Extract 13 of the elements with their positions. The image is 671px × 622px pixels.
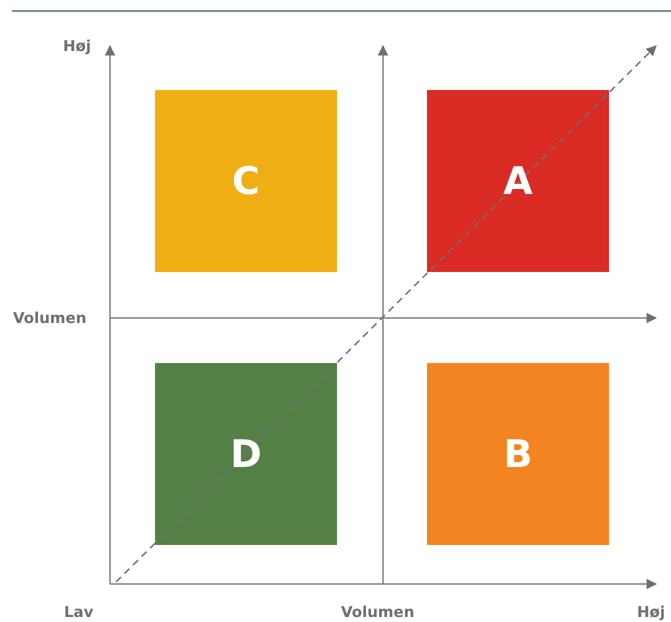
axis-label: Høj bbox=[637, 603, 666, 621]
axis-label: Volumen bbox=[341, 603, 414, 621]
quadrant-box bbox=[155, 90, 337, 272]
quadrant-box bbox=[427, 90, 609, 272]
quadrant-letter: A bbox=[503, 159, 533, 203]
axis-label: Høj bbox=[63, 37, 92, 55]
quadrant-box bbox=[155, 363, 337, 545]
axis-label: Volumen bbox=[13, 309, 86, 327]
quadrant-letter: C bbox=[232, 159, 260, 203]
quadrant-letter: D bbox=[230, 432, 262, 476]
quadrant-box bbox=[427, 363, 609, 545]
axis-label: Lav bbox=[64, 603, 94, 621]
quadrant-letter: B bbox=[504, 432, 532, 476]
